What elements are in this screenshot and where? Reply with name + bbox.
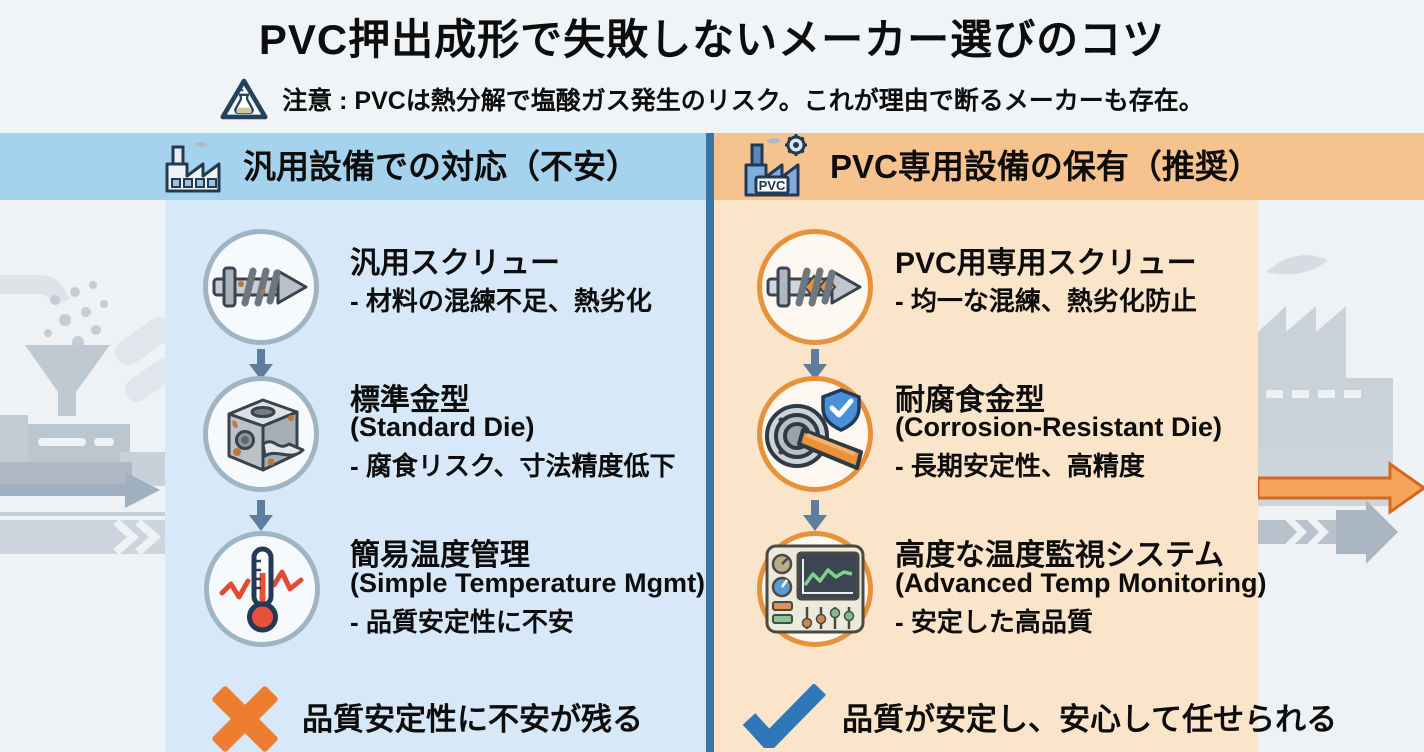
item-subtitle: (Standard Die) <box>350 412 535 442</box>
item-subtitle: (Corrosion-Resistant Die) <box>895 412 1223 442</box>
shield-check-icon <box>821 388 861 432</box>
arrow-down-icon <box>249 500 273 531</box>
left-verdict-text: 品質安定性に不安が残る <box>302 702 643 737</box>
item-title: 汎用スクリュー <box>350 247 560 280</box>
check-mark-icon <box>742 684 826 748</box>
left-decoration-strip <box>0 200 177 752</box>
generic-screw-icon-circle <box>203 229 319 345</box>
left-column-header-label: 汎用設備での対応（不安） <box>243 148 639 185</box>
item-title: 標準金型 <box>350 384 470 417</box>
factory-icon <box>165 141 221 193</box>
page-title: PVC押出成形で失敗しないメーカー選びのコツ <box>258 16 1166 63</box>
arrow-down-icon <box>803 349 827 380</box>
item-title: 高度な温度監視システム <box>895 539 1225 572</box>
extruder-machine-silhouette <box>0 275 177 555</box>
warning-text: 注意 : PVCは熱分解で塩酸ガス発生のリスク。これが理由で断るメーカーも存在。 <box>282 86 1204 115</box>
left-column-header: 汎用設備での対応（不安） <box>0 133 706 200</box>
arrow-down-icon <box>803 500 827 531</box>
right-decoration-strip <box>1256 200 1424 752</box>
right-verdict-text: 品質が安定し、安心して任せられる <box>842 702 1338 737</box>
temp-monitoring-panel-icon <box>765 544 865 634</box>
item-subtitle: (Simple Temperature Mgmt) <box>350 568 706 598</box>
item-title: PVC用専用スクリュー <box>895 247 1197 280</box>
generic-screw-icon <box>212 266 308 308</box>
item-desc: - 材料の混練不足、熱劣化 <box>350 286 652 316</box>
item-title: 簡易温度管理 <box>350 539 530 572</box>
pvc-screw-icon <box>766 266 862 308</box>
thermometer-icon <box>219 546 304 633</box>
factory-pvc-label: PVC <box>759 178 786 193</box>
factory-pvc-icon: PVC <box>744 134 807 197</box>
pvc-screw-icon-circle <box>757 229 873 345</box>
right-column-header: PVC PVC専用設備の保有（推奨） <box>714 133 1424 200</box>
item-title: 耐腐食金型 <box>895 384 1045 417</box>
standard-die-icon-circle <box>203 376 319 492</box>
item-desc: - 均一な混練、熱劣化防止 <box>895 286 1197 316</box>
item-desc: - 長期安定性、高精度 <box>895 451 1145 481</box>
item-desc: - 腐食リスク、寸法精度低下 <box>350 451 676 481</box>
corrosion-resistant-die-icon <box>765 388 863 470</box>
item-desc: - 品質安定性に不安 <box>350 607 574 637</box>
x-mark-icon <box>212 686 278 752</box>
corrosion-resistant-die-icon-circle <box>757 376 873 492</box>
warning-flask-icon <box>220 78 268 120</box>
arrow-down-icon <box>249 349 273 380</box>
factory-silhouette-and-arrows <box>1256 255 1424 564</box>
column-divider <box>706 133 714 752</box>
standard-die-icon <box>227 398 305 472</box>
warning-note: 注意 : PVCは熱分解で塩酸ガス発生のリスク。これが理由で断るメーカーも存在。 <box>0 76 1424 121</box>
right-column-header-label: PVC専用設備の保有（推奨） <box>830 148 1261 185</box>
temp-monitoring-panel-icon-circle <box>757 531 873 647</box>
item-desc: - 安定した高品質 <box>895 607 1093 637</box>
thermometer-icon-circle <box>204 531 320 647</box>
item-subtitle: (Advanced Temp Monitoring) <box>895 568 1267 598</box>
